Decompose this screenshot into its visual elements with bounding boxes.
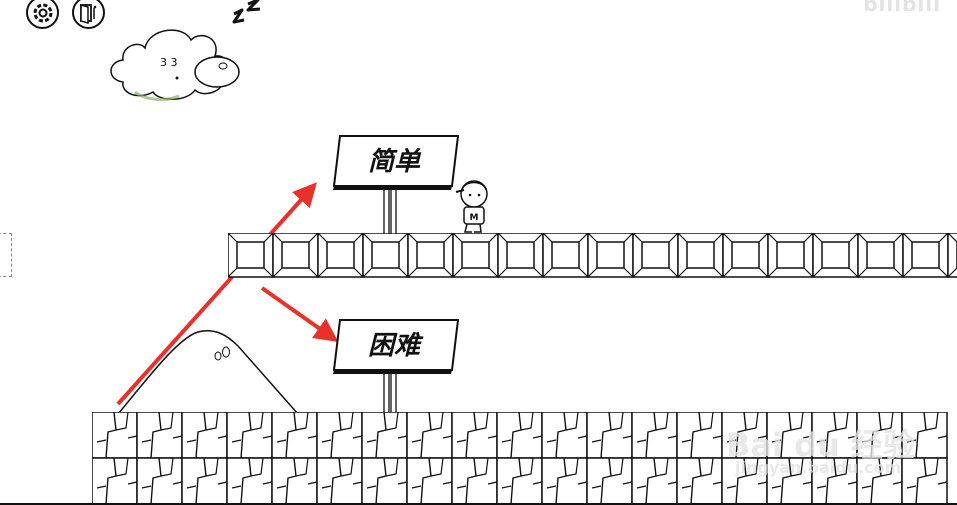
sign-hard[interactable]: 困难 [330, 316, 460, 416]
exit-door-icon [79, 3, 96, 24]
baidu-watermark-url: jingyan.baidu.com [735, 458, 902, 477]
sign-easy-label: 简单 [368, 147, 422, 177]
cloud-face: 3 3 [160, 56, 178, 69]
hill [118, 330, 299, 415]
gear-icon [33, 3, 52, 22]
bilibili-watermark: bilibili [863, 0, 941, 16]
player-character[interactable]: M [450, 178, 496, 234]
baidu-watermark: Bai du 经验 [726, 426, 915, 464]
exit-button[interactable] [72, 0, 105, 29]
bottom-edge [0, 503, 957, 505]
arrow-to-easy [116, 182, 317, 406]
sleeping-cloud: 3 3 [110, 29, 240, 101]
settings-button[interactable] [26, 0, 59, 29]
svg-text:M: M [470, 213, 479, 223]
side-handle [0, 233, 12, 277]
arrow-to-hard [260, 286, 339, 342]
upper-block-row [228, 233, 957, 278]
sign-easy[interactable]: 简单 [330, 132, 460, 234]
sign-hard-label: 困难 [368, 331, 424, 361]
sleep-marks-icon [232, 0, 261, 24]
